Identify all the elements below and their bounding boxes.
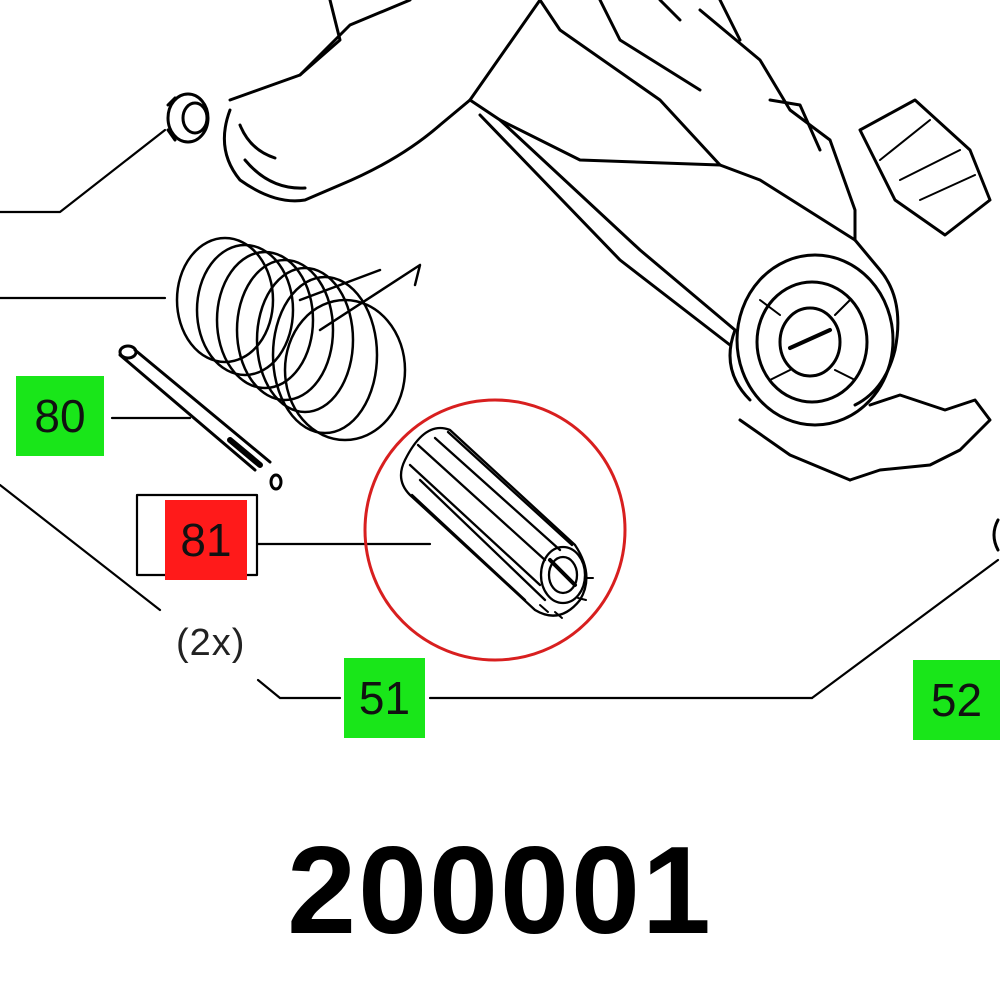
quantity-note: (2x) [176, 622, 246, 664]
small-nut [166, 92, 210, 144]
highlight-circle [363, 398, 627, 662]
callout-51[interactable]: 51 [344, 658, 425, 738]
commutator [399, 426, 594, 619]
field-coil [175, 236, 422, 442]
part-number: 200001 [287, 822, 713, 960]
callout-52[interactable]: 52 [913, 660, 1000, 740]
leader-lines [0, 128, 1000, 700]
callout-80[interactable]: 80 [16, 376, 104, 456]
bearing-end-cap [735, 253, 895, 427]
callout-81[interactable]: 81 [165, 500, 247, 580]
carbon-brush-rod [118, 344, 283, 491]
motor-housing [222, 0, 1000, 552]
